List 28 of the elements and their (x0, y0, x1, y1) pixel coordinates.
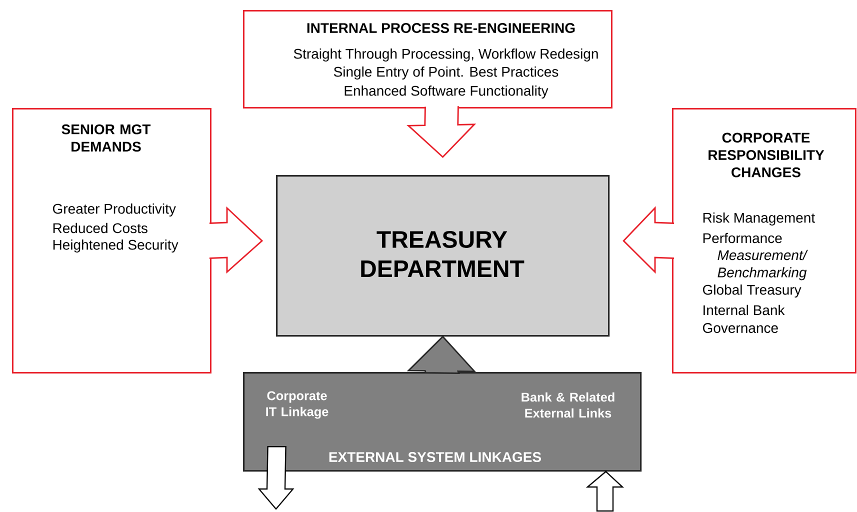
heading: INTERNAL PROCESS RE-ENGINEERING (307, 23, 575, 33)
callout-box (12, 108, 212, 374)
list-item: Performance (703, 232, 782, 244)
panel-heading: EXTERNAL SYSTEM LINKAGES (329, 452, 541, 462)
block-arrow (406, 105, 476, 158)
callout-box (243, 10, 612, 108)
list-item: Reduced Costs (53, 222, 148, 234)
list-item: Risk Management (703, 212, 815, 226)
list-item: Heightened Security (53, 239, 178, 253)
callout-box (672, 108, 856, 374)
panel-label: Bank & Related External Links (522, 392, 614, 418)
block-arrow (622, 206, 675, 274)
list-item: Single Entry of Point. Best Practices (334, 66, 558, 80)
list-item: Global Treasury (702, 284, 802, 298)
heading: SENIOR MGT DEMANDS (62, 124, 151, 152)
list-item: Internal Bank (704, 304, 785, 316)
block-arrow (208, 206, 264, 274)
list-item: Measurement/ Benchmarking (718, 250, 808, 280)
list-item: Greater Productivity (52, 203, 176, 217)
panel-label: Corporate IT Linkage (266, 391, 328, 419)
department-title: TREASURY DEPARTMENT (361, 230, 524, 278)
list-item: Straight Through Processing, Workflow Redesign (294, 48, 598, 62)
heading: CORPORATE RESPONSIBILITY CHANGES (708, 132, 824, 178)
list-item: Governance (702, 323, 778, 333)
linkage-panel (243, 372, 642, 472)
block-arrow (586, 470, 624, 512)
list-item: Enhanced Software Functionality (344, 85, 548, 99)
department-box (276, 175, 610, 337)
